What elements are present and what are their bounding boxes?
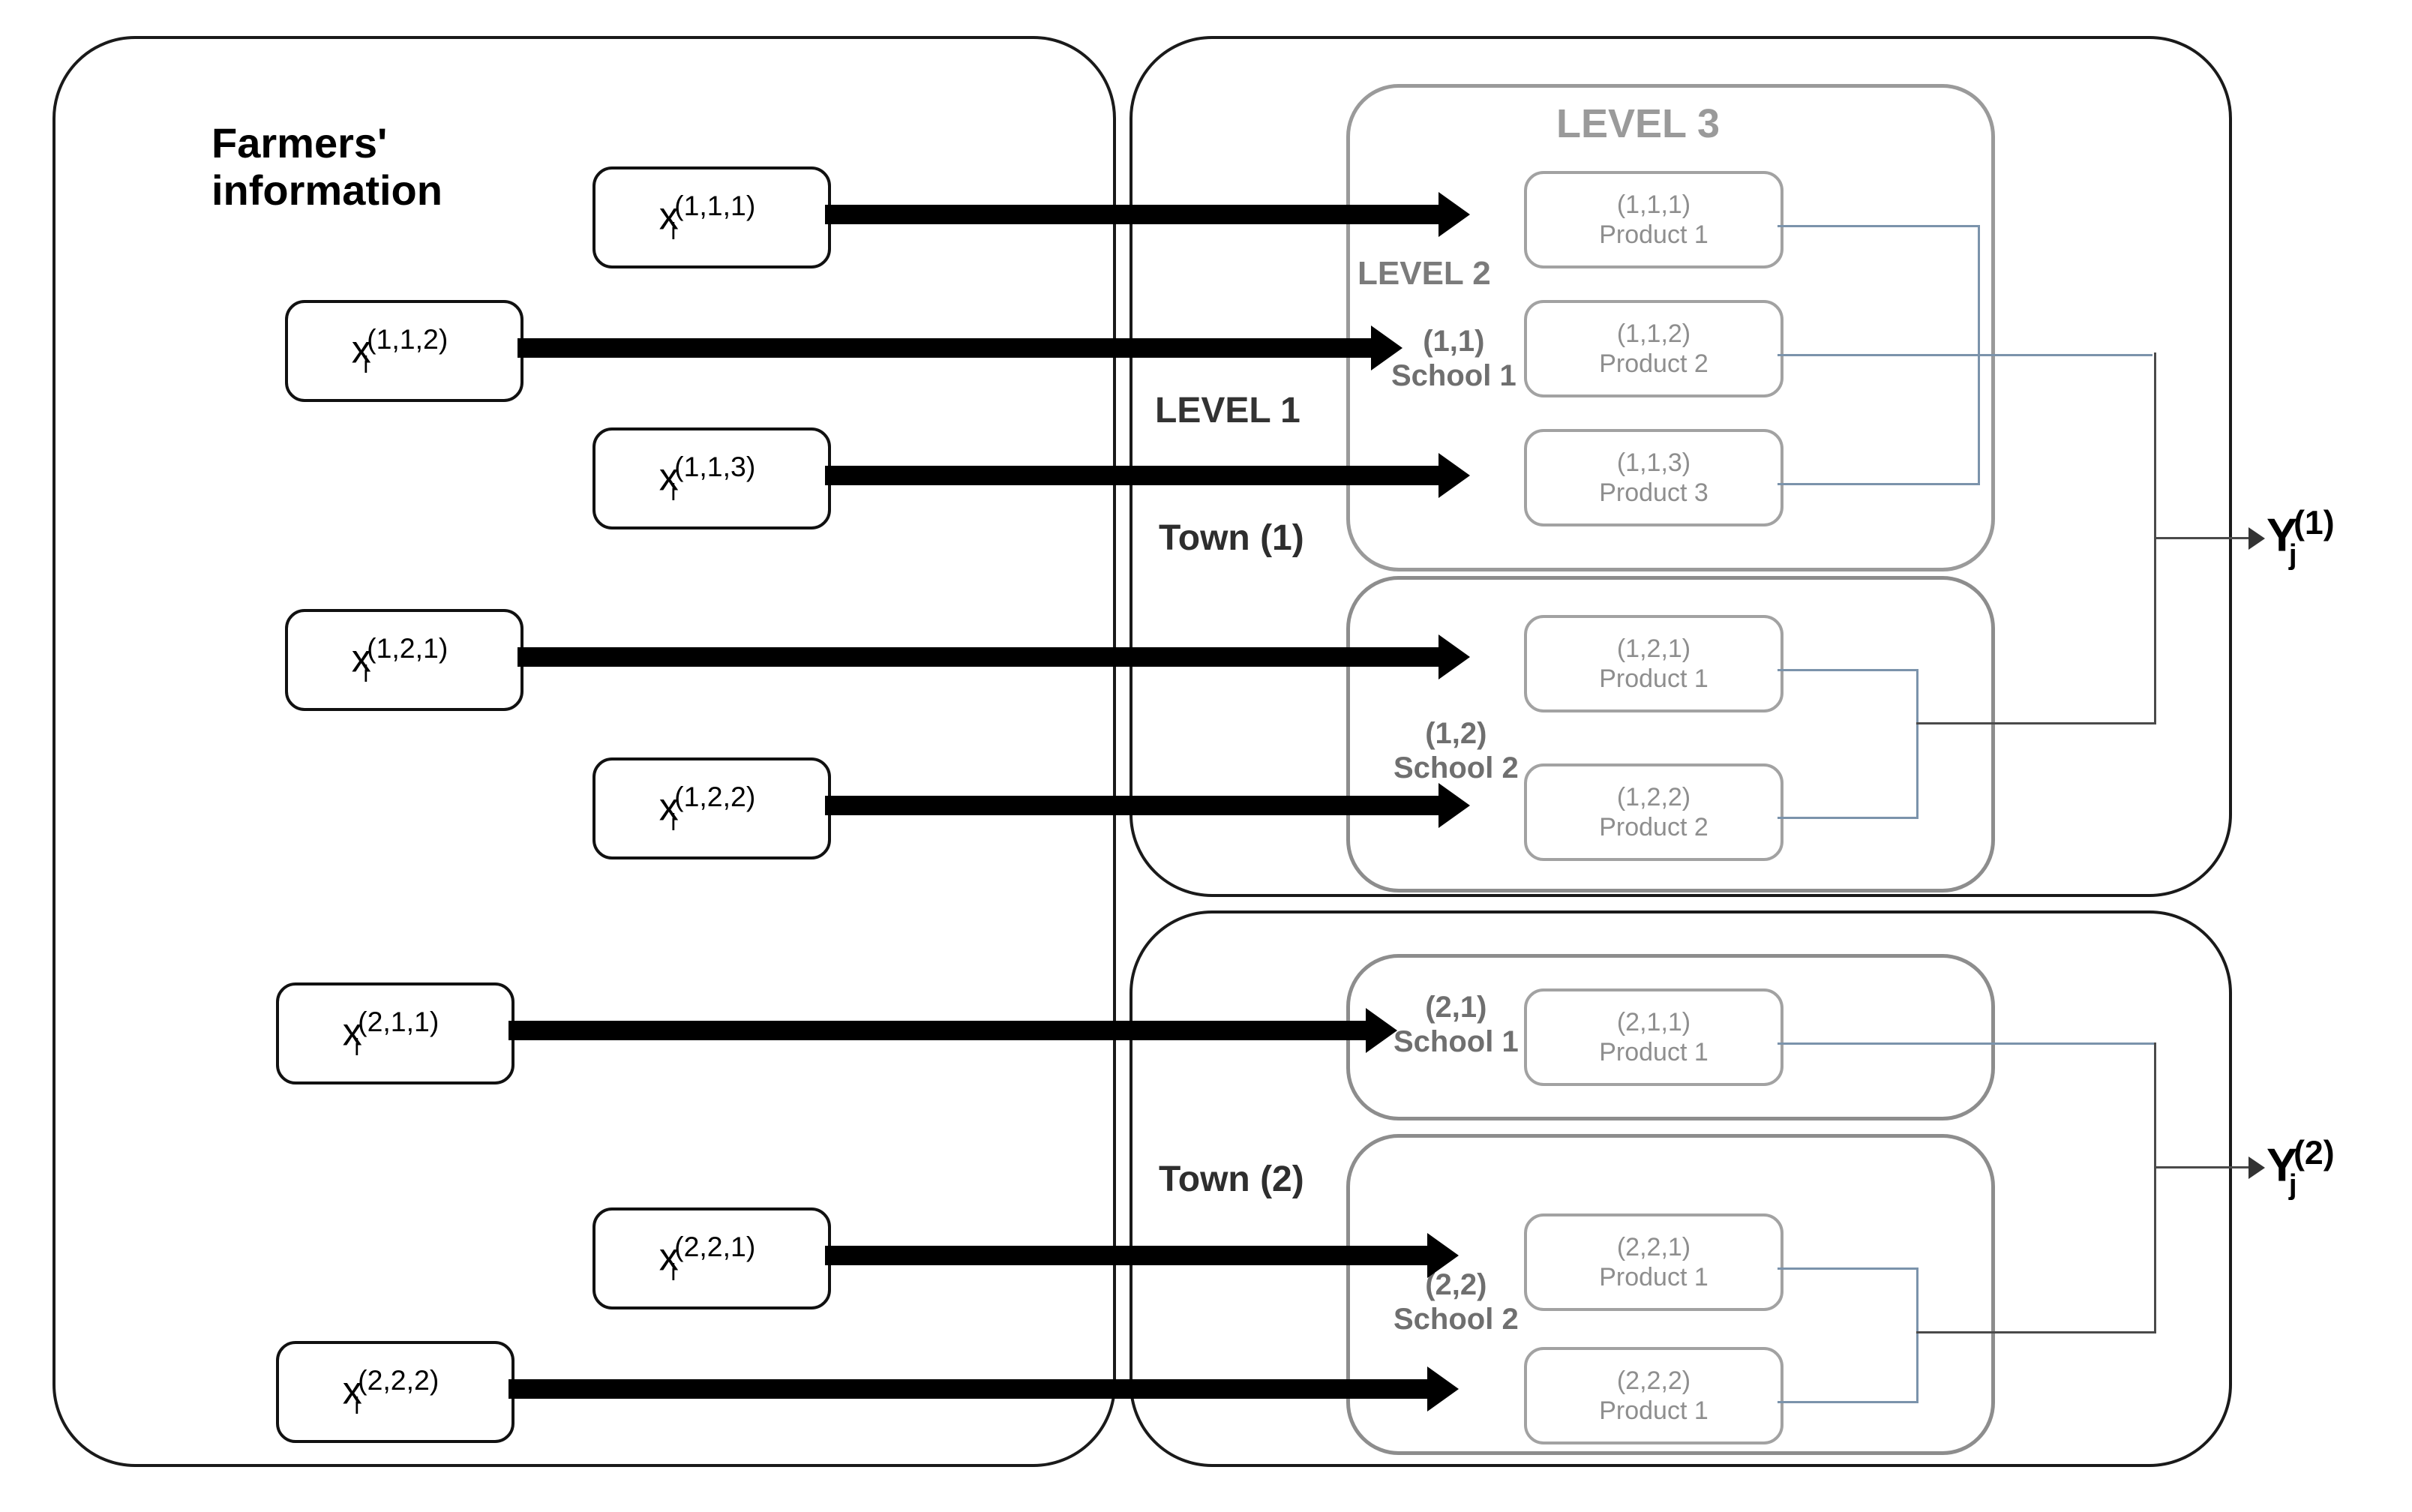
product-id-1-1-1: (1,1,1)	[1616, 190, 1691, 219]
output-label-y1: Yj(1)	[2266, 505, 2335, 571]
product-box-2-2-1[interactable]: (2,2,1) Product 1	[1524, 1214, 1784, 1311]
product-box-1-1-3[interactable]: (1,1,3) Product 3	[1524, 429, 1784, 526]
panel-town-2	[1130, 910, 2232, 1467]
product-box-1-1-1[interactable]: (1,1,1) Product 1	[1524, 171, 1784, 268]
school-id-1-1: (1,1)	[1423, 325, 1485, 358]
input-label-2-2-1: xi(2,2,1)	[658, 1230, 756, 1286]
product-id-1-1-2: (1,1,2)	[1616, 319, 1691, 348]
product-name-2-2-1: Product 1	[1599, 1263, 1708, 1292]
input-box-1-1-2[interactable]: xi(1,1,2)	[285, 300, 524, 402]
connector-school-2-2-out	[1916, 1331, 2156, 1334]
connector-product-1-2-1	[1778, 669, 1918, 671]
connector-product-1-1-1	[1778, 225, 1980, 227]
school-container-2-2	[1346, 1134, 1995, 1455]
input-box-2-1-1[interactable]: xi(2,1,1)	[276, 982, 514, 1084]
page-title-line2: information	[212, 166, 442, 214]
bus-school-1-1	[1978, 225, 1980, 485]
school-name-1-1: School 1	[1391, 359, 1516, 393]
level-1-label: LEVEL 1	[1155, 391, 1300, 430]
product-box-2-2-2[interactable]: (2,2,2) Product 1	[1524, 1347, 1784, 1444]
school-name-2-1: School 1	[1394, 1025, 1519, 1059]
bus-school-2-2	[1916, 1268, 1918, 1403]
input-box-1-2-1[interactable]: xi(1,2,1)	[285, 609, 524, 711]
school-name-2-2: School 2	[1394, 1303, 1519, 1336]
connector-product-2-2-1	[1778, 1268, 1918, 1270]
arrow-input-2-1-1	[508, 1021, 1367, 1040]
school-id-1-2: (1,2)	[1425, 717, 1487, 750]
product-id-2-2-1: (2,2,1)	[1616, 1232, 1691, 1262]
arrow-input-2-2-1	[825, 1246, 1429, 1265]
town-1-label: Town (1)	[1159, 518, 1304, 558]
product-box-1-2-1[interactable]: (1,2,1) Product 1	[1524, 615, 1784, 712]
school-label-2-1: (2,1) School 1	[1394, 990, 1519, 1060]
arrow-input-1-1-1	[825, 205, 1440, 224]
bus-town-2	[2154, 1042, 2156, 1334]
input-label-1-1-3: xi(1,1,3)	[658, 450, 756, 506]
product-box-1-1-2[interactable]: (1,1,2) Product 2	[1524, 300, 1784, 398]
input-box-2-2-1[interactable]: xi(2,2,1)	[592, 1208, 831, 1310]
input-box-1-1-3[interactable]: xi(1,1,3)	[592, 428, 831, 530]
input-box-2-2-2[interactable]: xi(2,2,2)	[276, 1341, 514, 1443]
arrow-input-1-2-2	[825, 796, 1440, 815]
bus-school-1-2	[1916, 669, 1918, 819]
page-title-line1: Farmers'	[212, 119, 388, 166]
product-id-1-1-3: (1,1,3)	[1616, 448, 1691, 477]
school-id-2-1: (2,1)	[1425, 991, 1487, 1024]
input-label-1-2-2: xi(1,2,2)	[658, 780, 756, 836]
product-name-2-1-1: Product 1	[1599, 1038, 1708, 1066]
input-label-2-2-2: xi(2,2,2)	[342, 1364, 440, 1419]
input-label-1-1-2: xi(1,1,2)	[351, 322, 448, 378]
school-label-1-2: (1,2) School 2	[1394, 716, 1519, 786]
product-name-1-2-2: Product 2	[1599, 813, 1708, 842]
product-id-2-1-1: (2,1,1)	[1616, 1007, 1691, 1036]
arrow-input-2-2-2	[508, 1379, 1429, 1399]
arrow-input-1-1-2	[518, 338, 1372, 358]
level-2-label: LEVEL 2	[1358, 255, 1491, 292]
product-box-1-2-2[interactable]: (1,2,2) Product 2	[1524, 764, 1784, 861]
product-name-1-2-1: Product 1	[1599, 664, 1708, 693]
input-label-2-1-1: xi(2,1,1)	[342, 1005, 440, 1060]
output-label-y2: Yj(2)	[2266, 1135, 2335, 1201]
input-label-1-2-1: xi(1,2,1)	[351, 632, 448, 687]
product-name-1-1-1: Product 1	[1599, 220, 1708, 249]
product-name-1-1-2: Product 2	[1599, 350, 1708, 378]
product-name-1-1-3: Product 3	[1599, 478, 1708, 507]
output-arrow-y2	[2154, 1166, 2252, 1168]
connector-product-1-1-3	[1778, 483, 1980, 485]
panel-farmers-information	[52, 36, 1116, 1467]
level-3-label: LEVEL 3	[1556, 101, 1720, 146]
school-name-1-2: School 2	[1394, 752, 1519, 785]
page-title: Farmers' information	[212, 119, 442, 214]
town-2-label: Town (2)	[1159, 1160, 1304, 1199]
connector-product-2-1-1	[1778, 1042, 2156, 1045]
product-id-2-2-2: (2,2,2)	[1616, 1366, 1691, 1395]
school-label-1-1: (1,1) School 1	[1391, 324, 1516, 394]
input-box-1-2-2[interactable]: xi(1,2,2)	[592, 758, 831, 860]
product-name-2-2-2: Product 1	[1599, 1396, 1708, 1425]
connector-product-1-1-2	[1778, 354, 2152, 356]
output-arrow-y1	[2154, 537, 2252, 539]
connector-school-1-2-out	[1916, 722, 2156, 724]
connector-product-1-2-2	[1778, 817, 1918, 819]
input-box-1-1-1[interactable]: xi(1,1,1)	[592, 166, 831, 268]
connector-product-2-2-2	[1778, 1401, 1918, 1403]
school-container-1-2	[1346, 576, 1995, 892]
arrow-input-1-2-1	[518, 647, 1440, 667]
input-label-1-1-1: xi(1,1,1)	[658, 189, 756, 244]
product-id-1-2-2: (1,2,2)	[1616, 782, 1691, 812]
arrow-input-1-1-3	[825, 466, 1440, 485]
school-container-1-1	[1346, 84, 1995, 572]
product-box-2-1-1[interactable]: (2,1,1) Product 1	[1524, 988, 1784, 1086]
product-id-1-2-1: (1,2,1)	[1616, 634, 1691, 663]
